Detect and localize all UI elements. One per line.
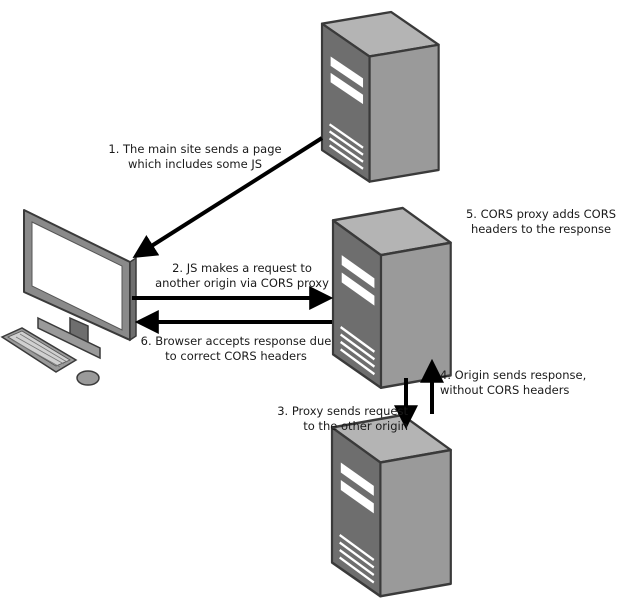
computer-icon <box>0 209 137 386</box>
step-4-label: 4. Origin sends response,without CORS he… <box>440 368 587 397</box>
server-icon-main-site <box>320 10 440 183</box>
server-icon-origin <box>330 413 453 598</box>
arrow-main-site-to-browser <box>132 136 324 258</box>
server-icon-cors-proxy <box>331 206 452 390</box>
